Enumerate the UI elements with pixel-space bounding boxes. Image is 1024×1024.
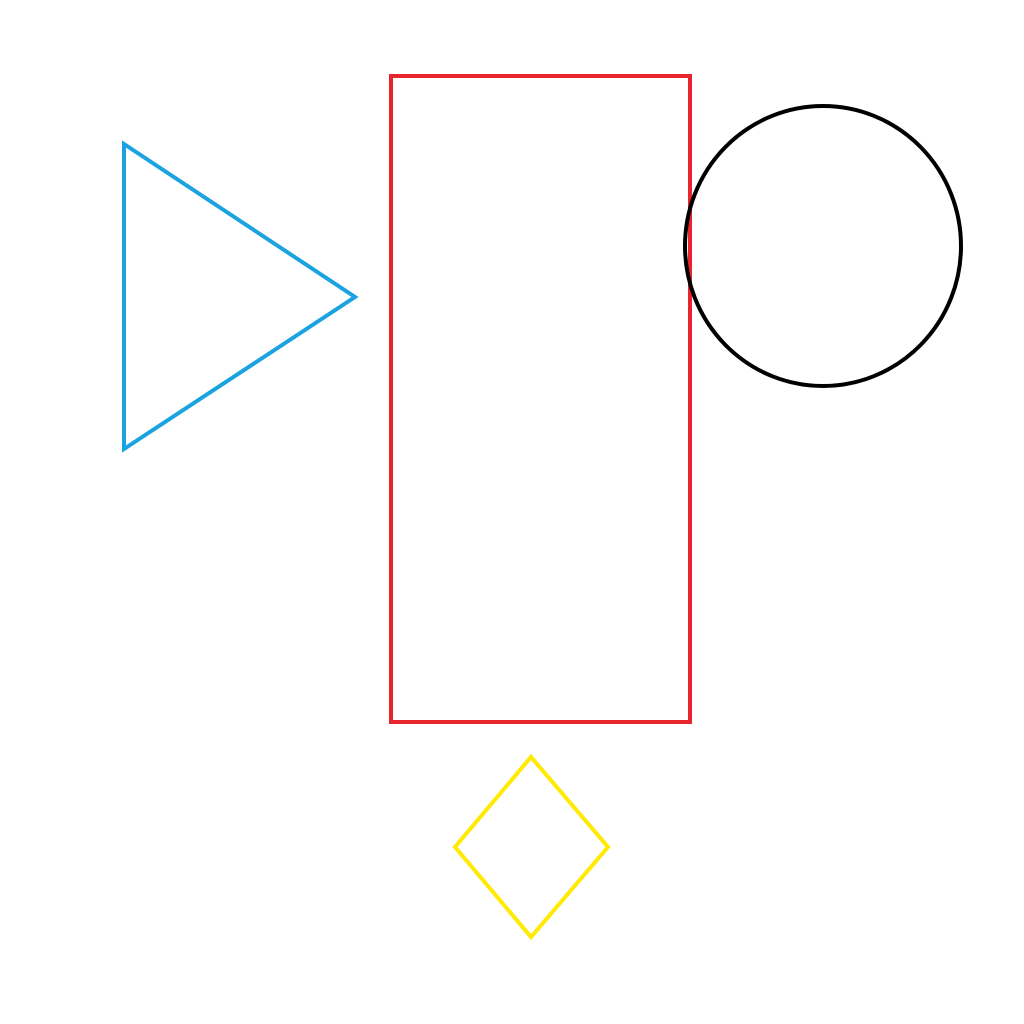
triangle-shape <box>122 140 359 453</box>
rectangle-shape <box>389 74 692 724</box>
diamond-shape <box>452 753 611 941</box>
circle-shape <box>683 104 963 388</box>
